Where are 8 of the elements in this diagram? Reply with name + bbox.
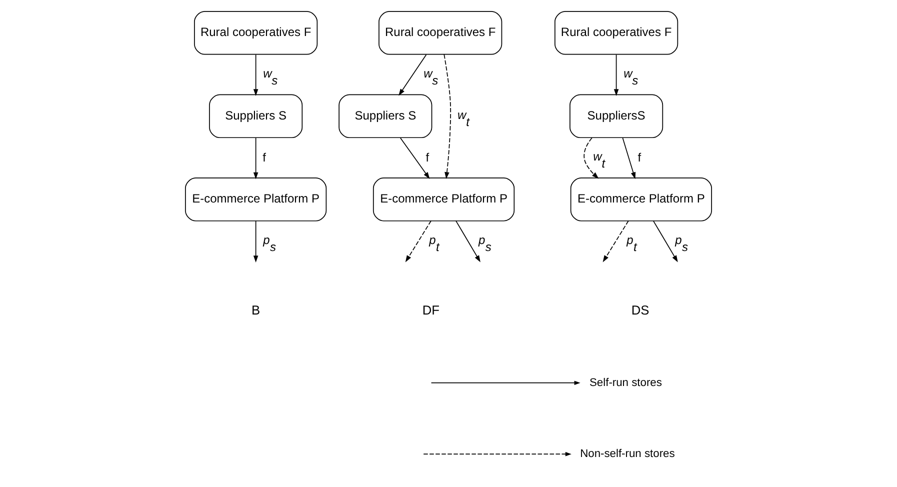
edge-label: f [426,150,430,164]
legend-label: Self-run stores [590,376,662,389]
edge-label: f [262,150,266,164]
edge-label: f [638,150,642,164]
label: DS [631,302,650,318]
legend-label: Non-self-run stores [580,448,675,460]
label: B [252,302,260,318]
label: DF [422,302,440,318]
